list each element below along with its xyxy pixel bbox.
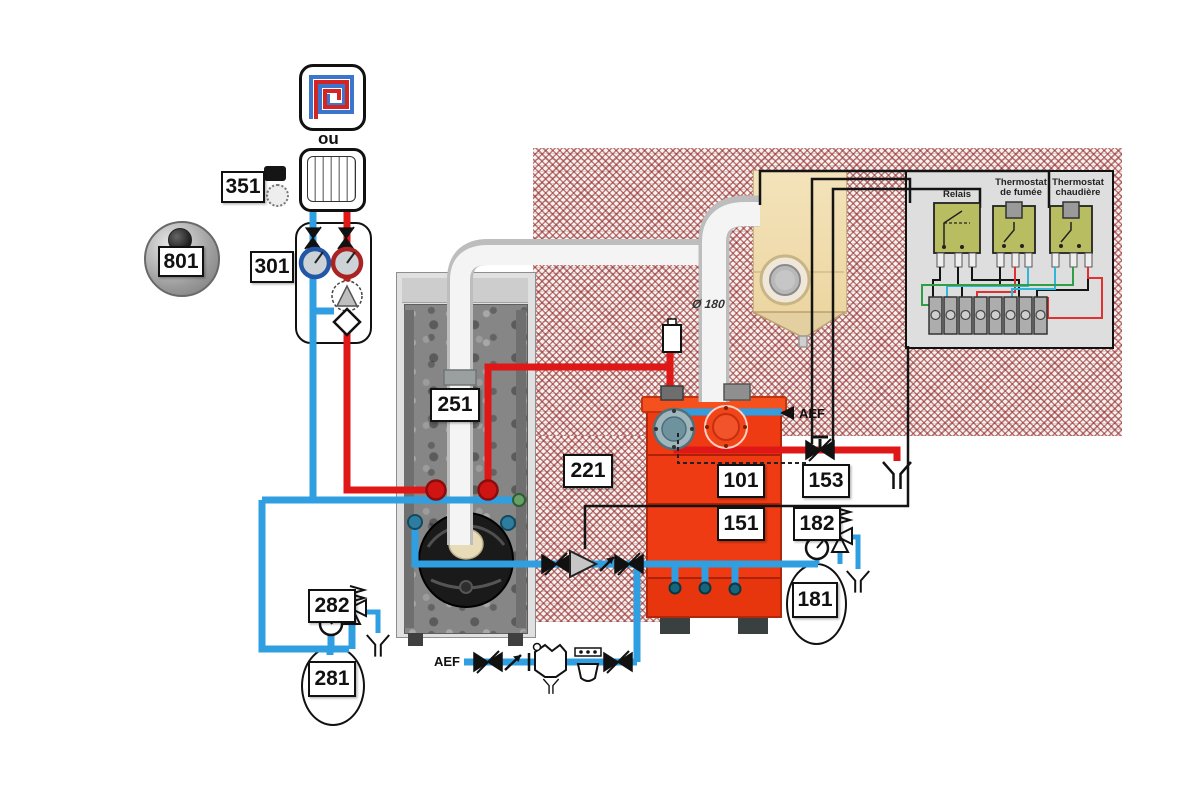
- air-vent: [662, 318, 682, 353]
- label-182: 182: [793, 507, 841, 541]
- room-thermostat-dial: [266, 184, 289, 207]
- flue-thermostat-label: Thermostat de fumée: [995, 177, 1047, 199]
- label-801: 801: [158, 246, 204, 277]
- label-251: 251: [430, 388, 480, 422]
- wood-boiler-foot-right: [508, 633, 523, 646]
- electrical-wires: [583, 169, 1051, 549]
- label-221: 221: [563, 454, 613, 488]
- aef-label-top: AEF: [799, 406, 825, 421]
- tank-circuit-components: [541, 549, 644, 579]
- label-301: 301: [250, 251, 294, 283]
- chimney-details: [752, 254, 848, 348]
- pump-group-internals: [298, 226, 364, 337]
- radiator-icon: [299, 148, 366, 212]
- flue-pipes: [443, 195, 760, 545]
- wood-boiler-rail-right: [516, 310, 526, 628]
- label-351: 351: [221, 171, 265, 203]
- dhw-valve-group: [805, 435, 913, 491]
- aef-label-bottom: AEF: [434, 654, 460, 669]
- label-281: 281: [308, 661, 356, 697]
- wood-boiler-rail-left: [404, 310, 414, 628]
- panel-internals: [921, 201, 1103, 335]
- label-181: 181: [792, 582, 838, 618]
- label-153: 153: [802, 464, 850, 498]
- label-282: 282: [308, 589, 356, 623]
- relay-label: Relais: [943, 189, 971, 200]
- tank-connections: [407, 479, 526, 531]
- room-thermostat-display: [264, 166, 286, 181]
- boiler-thermostat-label: Thermostat chaudière: [1052, 177, 1104, 199]
- label-151: 151: [717, 507, 765, 541]
- thermostat-capillary: [677, 433, 808, 464]
- or-label: ou: [318, 129, 339, 148]
- label-101: 101: [717, 464, 765, 498]
- cold-feed-components: [473, 642, 633, 695]
- wood-boiler-foot-left: [408, 633, 423, 646]
- flue-diameter-label: Ø 180: [691, 297, 726, 311]
- cold-water-arrow: [780, 406, 794, 420]
- floor-coil-spiral: [309, 75, 354, 119]
- boiler-fittings: [652, 383, 751, 596]
